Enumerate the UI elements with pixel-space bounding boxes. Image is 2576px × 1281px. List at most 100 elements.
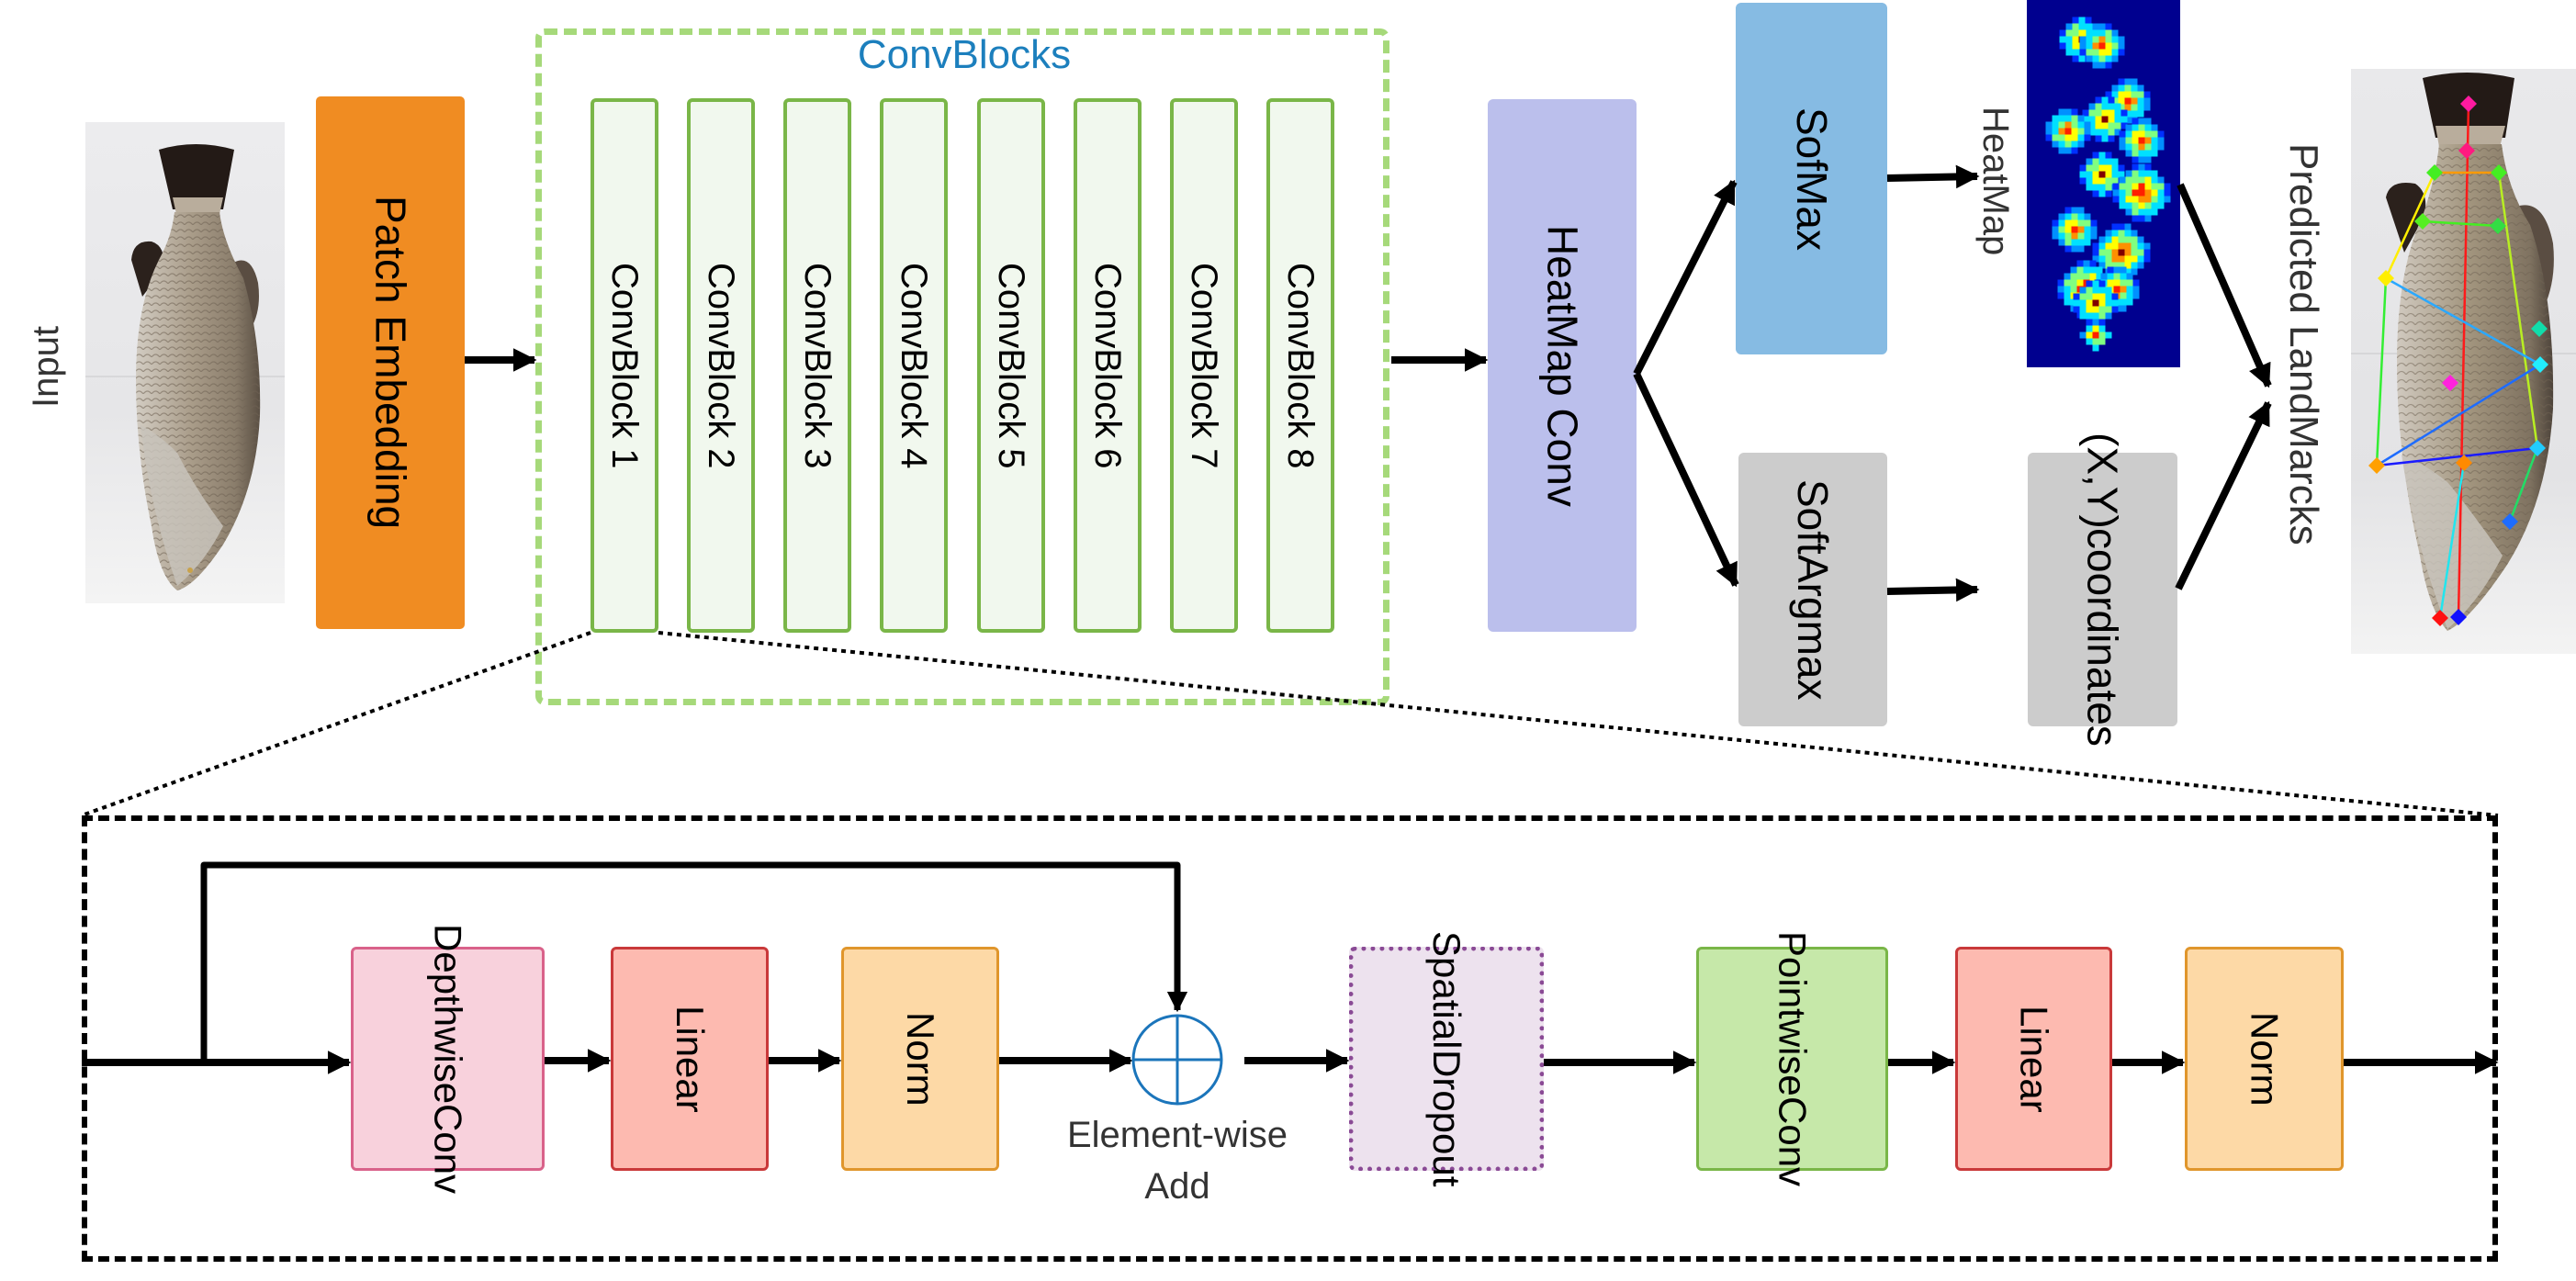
heatmap-cell: [2077, 140, 2085, 148]
heatmap-cell: [2077, 245, 2085, 253]
heatmap-cell: [2092, 344, 2099, 352]
heatmap-cell: [2119, 130, 2126, 138]
heatmap-cell: [2086, 319, 2093, 326]
heatmap-cell: [2137, 255, 2144, 263]
heatmap-cell: [2132, 124, 2139, 131]
heatmap-cell: [2101, 129, 2109, 136]
heatmap-cell: [2095, 96, 2102, 104]
heatmap-cell: [2124, 117, 2132, 124]
heatmap-cell: [2105, 55, 2112, 62]
heatmap-cell: [2096, 266, 2103, 274]
heatmap-cell: [2124, 255, 2132, 263]
heatmap-cell: [2092, 319, 2099, 326]
convblocks-container: [535, 28, 1389, 705]
heatmap-cell: [2111, 158, 2119, 165]
heatmap-cell: [2157, 130, 2165, 138]
heatmap-cell: [2138, 176, 2145, 184]
heatmap-cell: [2124, 262, 2132, 269]
heatmap-cell: [2118, 164, 2125, 172]
arrow-branch-to-softargmax: [1633, 372, 1739, 588]
heatmap-cell: [2144, 150, 2152, 157]
heatmap-cell: [2151, 143, 2158, 151]
heatmap-cell: [2086, 158, 2093, 165]
heatmap-cell: [2112, 189, 2120, 197]
input-fish-image: [85, 122, 285, 603]
heatmap-cell: [2144, 118, 2152, 125]
heatmap-cell: [2137, 84, 2144, 92]
heatmap-cell: [2105, 236, 2112, 243]
heatmap-cell: [2098, 338, 2106, 345]
heatmap-cell: [2144, 215, 2152, 222]
heatmap-cell: [2131, 84, 2138, 92]
heatmap-cell: [2126, 273, 2133, 280]
heatmap-cell: [2107, 279, 2114, 287]
heatmap-cell: [2105, 331, 2112, 339]
heatmap-cell: [2079, 293, 2087, 300]
heatmap-cell: [2078, 55, 2086, 62]
heatmap-cell: [2143, 242, 2151, 250]
heatmap-cell: [2077, 115, 2085, 122]
heatmap-cell: [2151, 196, 2158, 203]
heatmap-cell: [2092, 190, 2099, 197]
landmark-overlay: [2368, 96, 2548, 626]
heatmap-cell: [2144, 202, 2152, 209]
heatmap-cell: [2079, 299, 2087, 307]
heatmap-cell: [2111, 242, 2119, 250]
heatmap-cell: [2108, 116, 2115, 123]
heatmap-cell: [2084, 232, 2091, 240]
heatmap-cell: [2125, 196, 2132, 203]
heatmap-cell: [2058, 147, 2065, 154]
heatmap-cell: [2086, 312, 2093, 320]
heatmap-cell: [2125, 176, 2132, 184]
heatmap-cell: [2064, 279, 2071, 287]
softmax-block: SofMax: [1736, 3, 1887, 354]
heatmap-cell: [2052, 140, 2059, 148]
heatmap-cell: [2077, 128, 2085, 135]
heatmap-cell: [2098, 299, 2106, 307]
heatmap-cell: [2076, 279, 2084, 287]
landmark-point: [2529, 440, 2546, 456]
heatmap-cell: [2131, 78, 2138, 85]
heatmap-cell: [2105, 293, 2112, 300]
heatmap-cell: [2112, 196, 2120, 203]
coordinates-label-line1: (X,Y): [2078, 432, 2127, 529]
heatmap-cell: [2095, 103, 2102, 110]
heatmap-cell: [2119, 176, 2126, 184]
heatmap-cell: [2077, 213, 2085, 220]
heatmap-cell: [2144, 196, 2152, 203]
heatmap-cell: [2111, 249, 2119, 256]
heatmap-cell: [2092, 306, 2099, 313]
heatmap-cell: [2138, 196, 2145, 203]
spatial-dropout-block: Spatial Dropout: [1349, 931, 1544, 1186]
heatmap-cell: [2045, 134, 2053, 141]
heatmap-cell: [2098, 158, 2106, 165]
heatmap-cell: [2092, 184, 2099, 191]
landmark-point: [2502, 513, 2518, 530]
heatmap-cell: [2151, 150, 2158, 157]
heatmap-cell: [2098, 319, 2106, 326]
heatmap-cell: [2132, 156, 2139, 163]
heatmap-cell: [2143, 104, 2151, 111]
heatmap-cell: [2064, 232, 2072, 240]
heatmap-cell: [2138, 130, 2145, 138]
heatmap-cell: [2058, 134, 2065, 141]
heatmap-cell: [2098, 249, 2106, 256]
heatmap-cell: [2092, 312, 2099, 320]
heatmap-label: HeatMap: [1975, 107, 2016, 256]
heatmap-cell: [2144, 124, 2152, 131]
heatmap-cell: [2105, 255, 2112, 263]
heatmap-cell: [2118, 97, 2125, 105]
heatmap-cell: [2077, 134, 2085, 141]
heatmap-cell: [2120, 122, 2128, 129]
heatmap-cell: [2098, 312, 2106, 320]
heatmap-cell: [2089, 266, 2097, 274]
heatmap-cell: [2132, 130, 2139, 138]
heatmap-cell: [2111, 29, 2119, 37]
heatmap-cell: [2138, 118, 2145, 125]
heatmap-cell: [2092, 242, 2099, 250]
heatmap-cell: [2151, 170, 2158, 177]
landmark-edge: [2422, 219, 2499, 228]
convblock-2: ConvBlock 2: [687, 98, 755, 633]
heatmap-cell: [2131, 255, 2138, 263]
heatmap-cell: [2144, 208, 2152, 216]
